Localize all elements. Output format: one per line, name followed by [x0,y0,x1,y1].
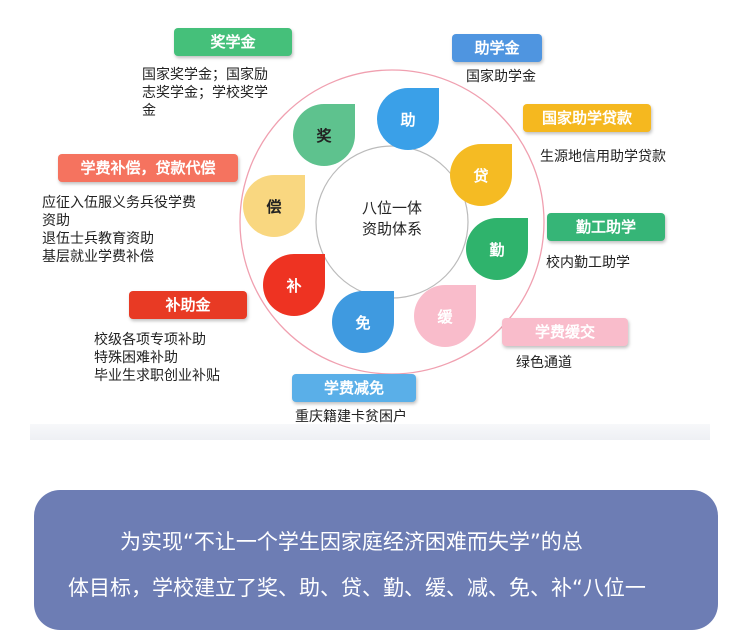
desc-jiangxuejin: 国家奖学金；国家励 志奖学金；学校奖学 金 [142,66,268,120]
desc-qingong-line-1: 校内勤工助学 [546,255,630,271]
desc-buchang-line-2: 资助 [42,213,70,229]
summary-line-1: 为实现“不让一个学生因家庭经济困难而失学”的总 [120,530,583,554]
floor-shadow [30,424,710,440]
petal-dai-shape [450,144,512,206]
tag-buchang: 学费补偿，贷款代偿 [58,154,238,182]
petal-chang-label: 偿 [266,198,281,216]
petal-zhu-shape [377,88,439,150]
petal-mian: 免 [332,291,394,353]
petal-huan: 缓 [414,285,476,347]
desc-buzhujin-line-2: 特殊困难补助 [94,350,178,366]
desc-daikuan-line-1: 生源地信用助学贷款 [540,149,666,165]
desc-jiangxuejin-line-2: 志奖学金；学校奖学 [142,85,268,101]
petal-jiang-shape [293,104,355,166]
tag-huanjiao: 学费缓交 [502,318,628,346]
petal-jiang: 奖 [293,104,355,166]
summary-panel: 为实现“不让一个学生因家庭经济困难而失学”的总 体目标，学校建立了奖、助、贷、勤… [34,490,718,630]
eight-in-one-diagram: 八位一体 资助体系 奖 助 贷 勤 缓 免 补 [239,69,545,375]
center-line-1: 八位一体 [362,199,422,217]
petal-dai-label: 贷 [473,167,488,185]
tag-daikuan: 国家助学贷款 [523,104,651,132]
petal-bu-label: 补 [285,277,301,295]
desc-jianmian: 重庆籍建卡贫困户 [295,408,407,426]
summary-line-2: 体目标，学校建立了奖、助、贷、勤、缓、减、免、补“八位一 [68,576,646,600]
center-line-2: 资助体系 [362,220,422,238]
desc-daikuan: 生源地信用助学贷款 [540,148,666,166]
petal-jiang-label: 奖 [316,127,332,145]
desc-jiangxuejin-line-1: 国家奖学金；国家励 [142,67,268,83]
desc-zhuxuejin: 国家助学金 [466,68,536,86]
petal-bu-shape [263,254,325,316]
petal-mian-shape [332,291,394,353]
desc-buchang-line-4: 基层就业学费补偿 [42,249,154,265]
desc-huanjiao-line-1: 绿色通道 [516,355,572,371]
desc-jiangxuejin-line-3: 金 [142,103,156,119]
petal-qin-label: 勤 [489,241,504,259]
desc-zhuxuejin-line-1: 国家助学金 [466,69,536,85]
petal-huan-label: 缓 [437,308,453,326]
tag-buzhujin: 补助金 [129,291,247,319]
petal-dai: 贷 [450,144,512,206]
petal-zhu: 助 [377,88,439,150]
petal-chang-shape [243,175,305,237]
desc-qingong: 校内勤工助学 [546,254,630,272]
desc-buzhujin-line-3: 毕业生求职创业补贴 [94,368,220,384]
petal-qin-shape [466,218,528,280]
diagram-stage: 八位一体 资助体系 奖 助 贷 勤 缓 免 补 [30,28,718,630]
desc-buchang: 应征入伍服义务兵役学费 资助 退伍士兵教育资助 基层就业学费补偿 [42,194,196,266]
tag-jiangxuejin: 奖学金 [174,28,292,56]
petal-bu: 补 [263,254,325,316]
desc-buzhujin: 校级各项专项补助 特殊困难补助 毕业生求职创业补贴 [94,331,220,385]
tag-qingong: 勤工助学 [547,213,665,241]
desc-buchang-line-3: 退伍士兵教育资助 [42,231,154,247]
desc-jianmian-line-1: 重庆籍建卡贫困户 [295,409,407,425]
petal-chang: 偿 [243,175,305,237]
petal-mian-label: 免 [355,314,370,332]
tag-jianmian: 学费减免 [292,374,416,402]
tag-zhuxuejin: 助学金 [452,34,542,62]
desc-buzhujin-line-1: 校级各项专项补助 [94,332,206,348]
petal-qin: 勤 [466,218,528,280]
petal-huan-shape [414,285,476,347]
petal-zhu-label: 助 [400,111,415,129]
desc-buchang-line-1: 应征入伍服义务兵役学费 [42,195,196,211]
desc-huanjiao: 绿色通道 [516,354,572,372]
